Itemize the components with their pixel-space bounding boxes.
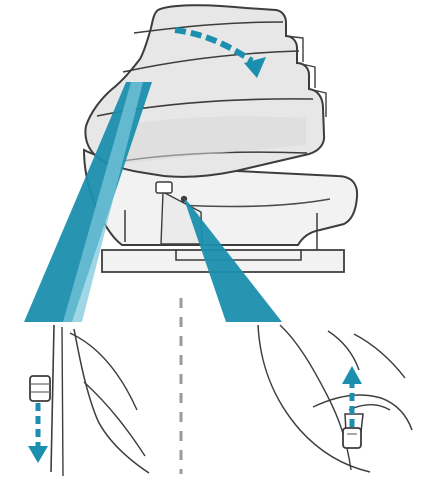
right-detail-trim-6 [349, 405, 390, 410]
right-detail-view [258, 325, 412, 472]
release-handle-icon [30, 376, 50, 401]
left-detail-trim-1 [62, 327, 63, 476]
release-strap-icon [343, 428, 361, 448]
right-detail-trim-3 [328, 331, 359, 370]
pull-down-arrow-icon [28, 403, 48, 463]
left-detail-view [30, 325, 149, 476]
left-detail-trim-3 [70, 333, 137, 410]
seat-release-lever [156, 182, 172, 193]
right-detail-trim-4 [354, 334, 405, 378]
left-detail-trim-2 [74, 329, 149, 473]
left-detail-frame-edge [51, 325, 54, 472]
